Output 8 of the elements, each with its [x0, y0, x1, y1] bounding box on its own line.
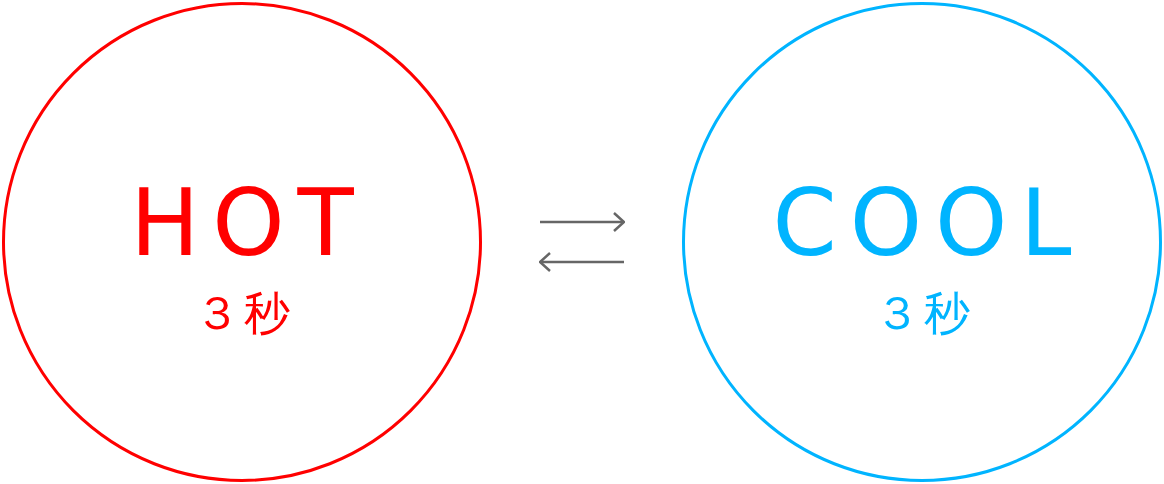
duration-label: ３秒 [873, 290, 975, 336]
mode-label: HOT [130, 178, 367, 270]
circle-node [682, 2, 1162, 482]
arrow [540, 211, 626, 233]
mode-label: COOL [772, 178, 1085, 270]
circle-node [2, 2, 482, 482]
arrow [538, 251, 624, 273]
duration-label: ３秒 [193, 290, 295, 336]
